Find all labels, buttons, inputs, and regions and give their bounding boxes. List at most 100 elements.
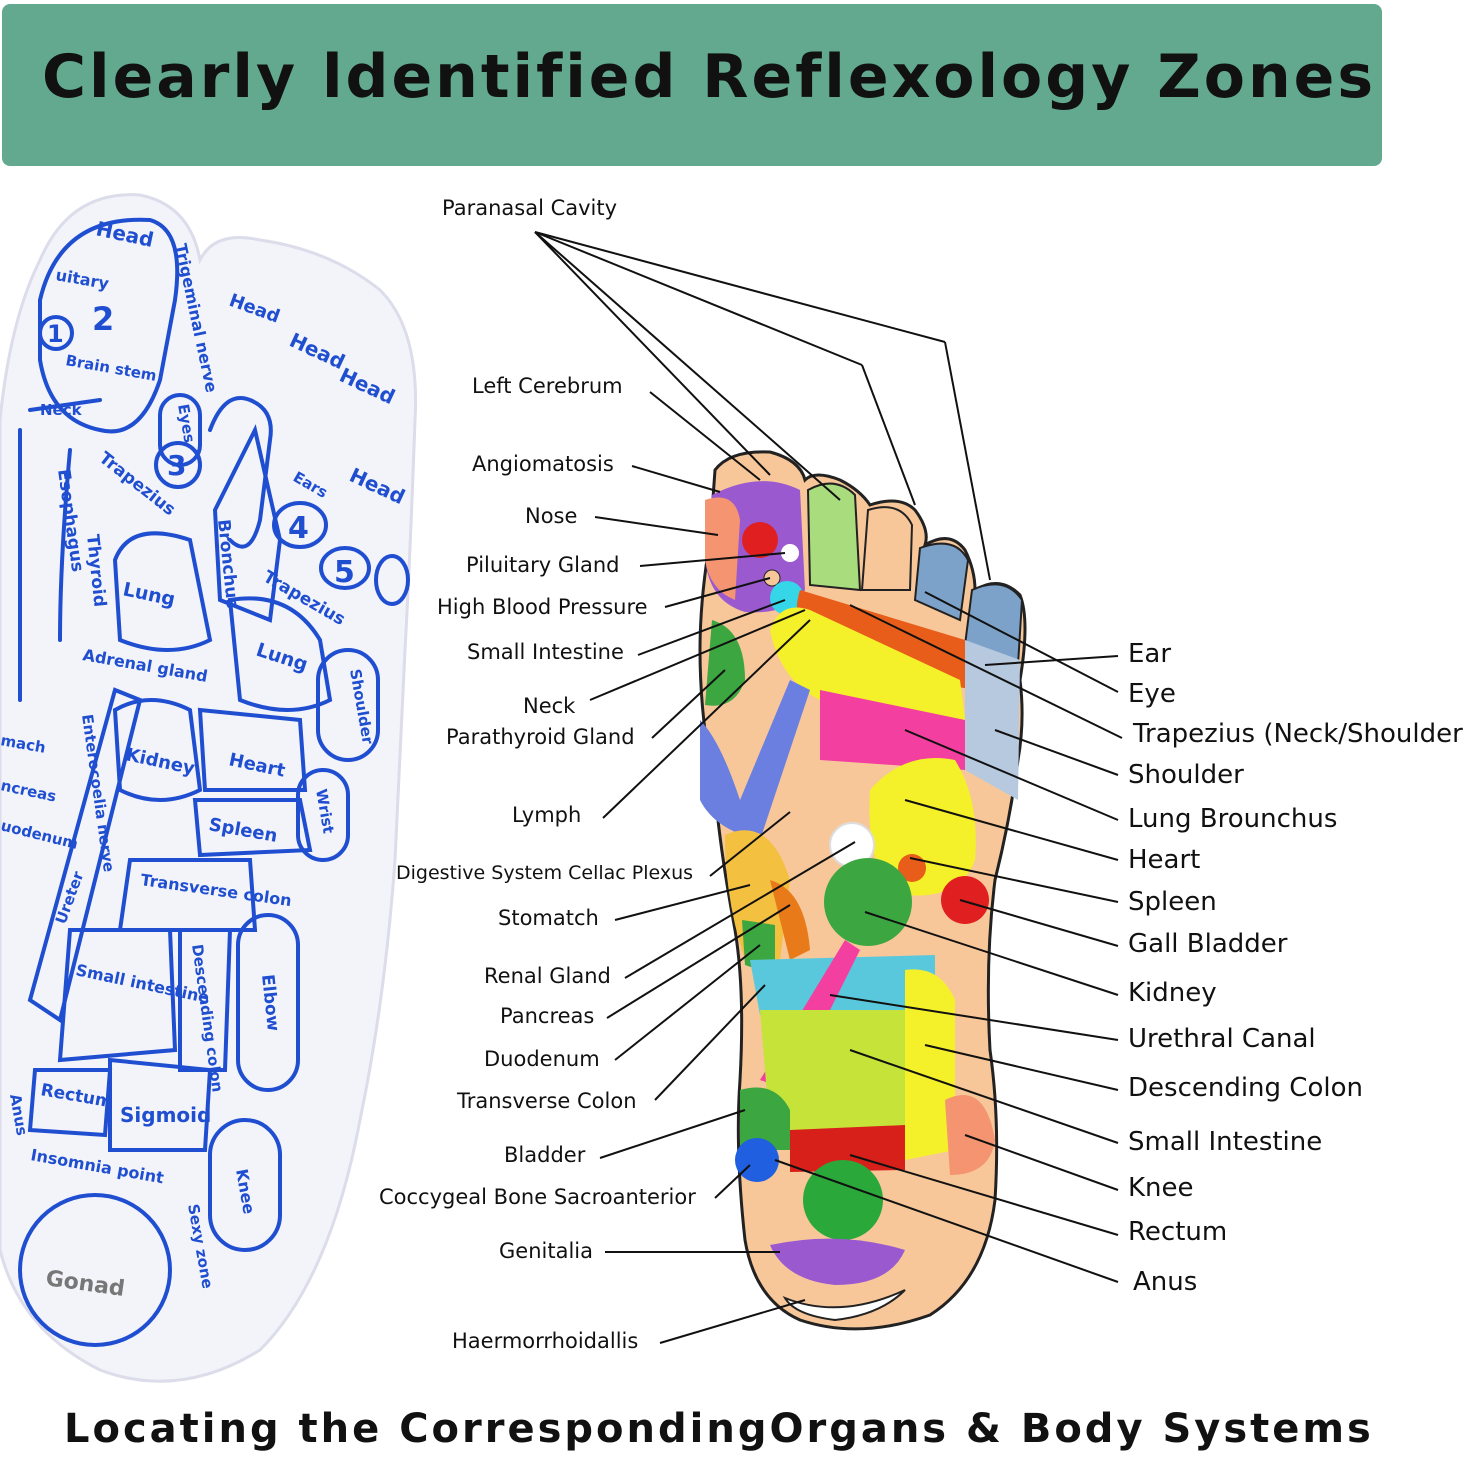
leader-lymph xyxy=(602,619,811,819)
leader-gall xyxy=(959,899,1119,947)
label-gall-bladder: Gall Bladder xyxy=(1128,929,1288,959)
leader-paranasal-2 xyxy=(534,231,841,501)
knee-box xyxy=(208,1118,282,1252)
wrist-box xyxy=(296,768,350,862)
label-knee: Knee xyxy=(1128,1173,1194,1203)
heart-region xyxy=(197,707,308,792)
label-shoulder: Shoulder xyxy=(1128,760,1244,790)
leader-coccygeal xyxy=(714,1164,751,1199)
toe-5-outline xyxy=(319,546,371,590)
label-small-intestine-right: Small Intestine xyxy=(1128,1127,1323,1157)
leader-paranasal-1 xyxy=(534,231,771,476)
label-trapezius: Trapezius (Neck/Shoulder xyxy=(1133,719,1463,749)
num-3-circle xyxy=(154,441,202,489)
elbow-box xyxy=(236,913,300,1092)
label-coccygeal-bone: Coccygeal Bone Sacroanterior xyxy=(379,1185,696,1209)
leader-stomatch xyxy=(614,884,751,921)
label-renal-gland: Renal Gland xyxy=(484,964,611,988)
label-lung-brounchus: Lung Brounchus xyxy=(1128,804,1338,834)
left-band xyxy=(700,680,810,840)
descending-colon-zone xyxy=(905,969,955,1160)
leader-urethral xyxy=(829,994,1119,1041)
leader-anus xyxy=(774,1159,1119,1283)
nose-dot xyxy=(742,522,778,558)
footer-caption: Locating the CorrespondingOrgans & Body … xyxy=(64,1406,1374,1452)
leader-heart xyxy=(904,799,1119,861)
leader-small-intestine-l xyxy=(637,599,786,656)
leader-left-cerebrum xyxy=(649,391,761,481)
leader-paranasal-3b xyxy=(861,364,916,506)
label-bladder: Bladder xyxy=(504,1143,586,1167)
leader-rectum xyxy=(849,1154,1119,1236)
lung-right-region xyxy=(227,596,333,712)
banner-title: Clearly ldentified Reflexology Zones xyxy=(42,42,1377,112)
label-paranasal-cavity: Paranasal Cavity xyxy=(442,196,618,220)
genitalia-crescent xyxy=(770,1238,905,1285)
label-stomatch: Stomatch xyxy=(498,906,599,930)
toe-separator xyxy=(208,396,273,549)
header-banner: Clearly ldentified Reflexology Zones xyxy=(2,4,1382,166)
leader-descending xyxy=(924,1044,1119,1091)
lung-left-region xyxy=(112,531,213,652)
toe-2 xyxy=(806,482,862,592)
eyes-box xyxy=(158,393,202,467)
label-ear: Ear xyxy=(1128,639,1172,669)
neck-band xyxy=(770,607,965,720)
heart-zone xyxy=(869,758,976,896)
leader-knee xyxy=(964,1134,1119,1191)
leader-blood-pressure xyxy=(664,577,771,608)
sock-silhouette xyxy=(0,193,418,1383)
pituitary-dot xyxy=(781,544,799,562)
leader-angiomatosis xyxy=(631,465,721,493)
leader-ear xyxy=(984,655,1119,666)
sock-label-num-5: 5 xyxy=(334,555,355,590)
label-duodenum: Duodenum xyxy=(484,1047,600,1071)
thyroid-line xyxy=(58,448,72,642)
leader-neck xyxy=(589,609,806,701)
small-intestine-zone xyxy=(760,1010,905,1130)
leader-small-intestine-r xyxy=(849,1049,1119,1144)
pancreas-zone xyxy=(770,880,810,960)
lymph-zone xyxy=(705,620,745,706)
leader-haemorrhoid xyxy=(659,1299,806,1344)
spleen-region xyxy=(192,798,313,858)
nose-zone xyxy=(705,497,740,600)
sock-illustration: Head uitary 1 2 Trigeminal nerve Brain s… xyxy=(0,180,430,1390)
leader-transverse xyxy=(654,984,766,1101)
label-urethral-canal: Urethral Canal xyxy=(1128,1024,1316,1054)
small-intestine-region xyxy=(57,928,178,1063)
label-angiomatosis: Angiomatosis xyxy=(472,452,614,476)
label-eye: Eye xyxy=(1128,679,1176,709)
sigmoid-region xyxy=(108,1057,213,1152)
lung-zone xyxy=(820,690,965,770)
transverse-region xyxy=(117,858,258,932)
gall-bladder-dot xyxy=(941,876,989,924)
leader-trapezius xyxy=(849,604,1123,739)
coccyx-dot xyxy=(735,1138,779,1182)
leader-eye xyxy=(924,591,1119,693)
leader-bladder xyxy=(599,1109,746,1159)
label-anus: Anus xyxy=(1133,1267,1198,1297)
toe-5 xyxy=(963,583,1024,667)
rectum-region xyxy=(27,1068,113,1138)
genitalia-dot xyxy=(803,1160,883,1240)
label-high-blood-pressure: High Blood Pressure xyxy=(437,595,648,619)
kidney-dot xyxy=(824,858,912,946)
leader-paranasal-4b xyxy=(944,341,991,581)
bronchus-spike xyxy=(212,424,283,623)
bladder-zone xyxy=(740,1087,790,1150)
ureter-band xyxy=(27,687,143,1024)
neck-line xyxy=(28,398,102,412)
sock-label-neck: Neck xyxy=(40,401,83,419)
label-kidney: Kidney xyxy=(1128,978,1217,1008)
knee-zone xyxy=(945,1095,995,1175)
label-genitalia: Genitalia xyxy=(499,1239,593,1263)
label-descending-colon: Descending Colon xyxy=(1128,1073,1363,1103)
leader-nose xyxy=(594,516,719,536)
toe-3 xyxy=(860,506,914,591)
leader-paranasal-3 xyxy=(534,231,863,366)
label-digestive-system: Digestive System Cellac Plexus xyxy=(396,862,694,884)
label-neck: Neck xyxy=(523,694,576,718)
leader-kidney xyxy=(864,911,1119,996)
label-heart: Heart xyxy=(1128,845,1201,875)
